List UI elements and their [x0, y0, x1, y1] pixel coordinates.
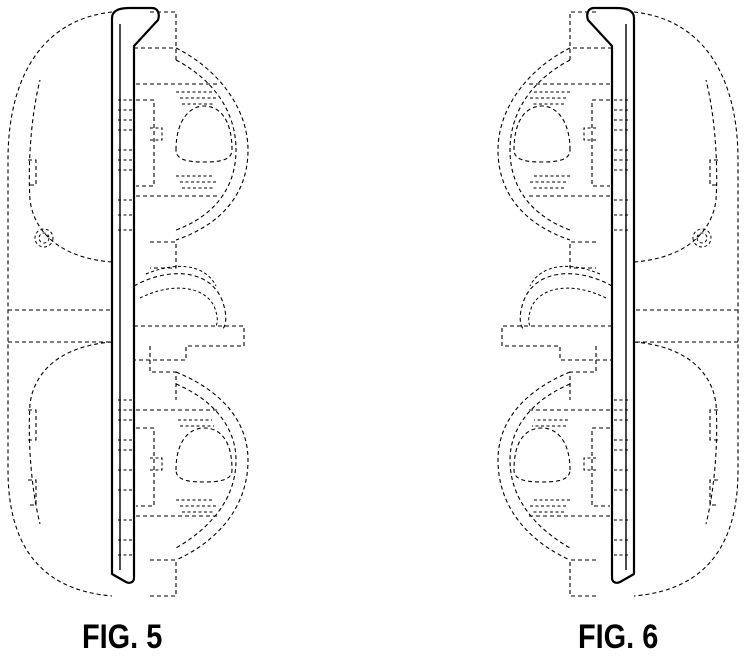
lower-bracket	[136, 428, 154, 506]
lower-cup-flange	[150, 560, 176, 596]
lower-cup-outer	[176, 372, 248, 560]
lower-lobe	[176, 428, 232, 482]
upper-bulge	[29, 80, 112, 262]
fig-5-view	[8, 8, 248, 596]
notch-lower-2	[28, 480, 36, 505]
figure-label-fig-6: FIG. 6	[578, 618, 658, 657]
center-tab-step	[150, 346, 176, 400]
lower-spring-bottom	[176, 500, 216, 512]
lower-pin	[150, 458, 162, 470]
upper-lobe	[176, 106, 232, 162]
upper-bracket	[136, 100, 154, 186]
figure-label-fig-5: FIG. 5	[82, 618, 162, 657]
upper-cup-outer	[134, 48, 248, 240]
lower-spring-top	[178, 420, 214, 426]
lower-cup-inner	[176, 384, 236, 548]
base-plate	[112, 8, 159, 583]
button-circle-inner	[39, 233, 49, 243]
upper-bracket-rail	[136, 84, 220, 196]
upper-spring-top	[176, 92, 216, 104]
upper-cup-inner	[176, 60, 236, 230]
fig-6-view	[498, 8, 738, 596]
lower-bulge	[29, 342, 112, 524]
button-circle	[35, 229, 53, 247]
upper-pin	[150, 128, 162, 140]
housing-outline	[8, 12, 112, 596]
upper-spring-bottom	[176, 176, 216, 188]
clip-curve-inner	[140, 288, 217, 326]
